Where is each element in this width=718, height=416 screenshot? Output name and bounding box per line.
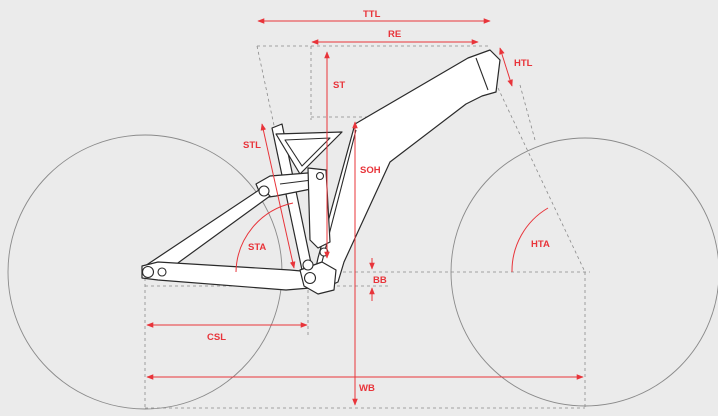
label-ttl: TTL: [363, 9, 381, 20]
label-htl: HTL: [514, 58, 533, 69]
label-bb: BB: [373, 275, 387, 286]
label-wb: WB: [359, 383, 375, 394]
label-soh: SOH: [360, 165, 381, 176]
label-re: RE: [388, 29, 401, 40]
shock-pivot: [315, 171, 325, 181]
dropout-pivot: [157, 267, 167, 277]
label-csl: CSL: [207, 332, 226, 343]
chain-stay: [141, 261, 313, 291]
htl-line: [499, 47, 513, 87]
label-sta: STA: [248, 242, 266, 253]
label-st: ST: [333, 80, 345, 91]
head-tube-edge: [475, 57, 489, 91]
main-pivot: [302, 259, 314, 271]
dimension-lines: [146, 18, 584, 406]
label-stl: STL: [243, 140, 261, 151]
hta-arc: [511, 207, 549, 273]
seatstay-pivot: [258, 185, 270, 197]
stl-line: [260, 123, 296, 269]
rear-axle-pivot: [141, 265, 155, 279]
bb-pivot: [303, 271, 317, 285]
label-hta: HTA: [531, 239, 550, 250]
front-triangle: [311, 49, 501, 291]
